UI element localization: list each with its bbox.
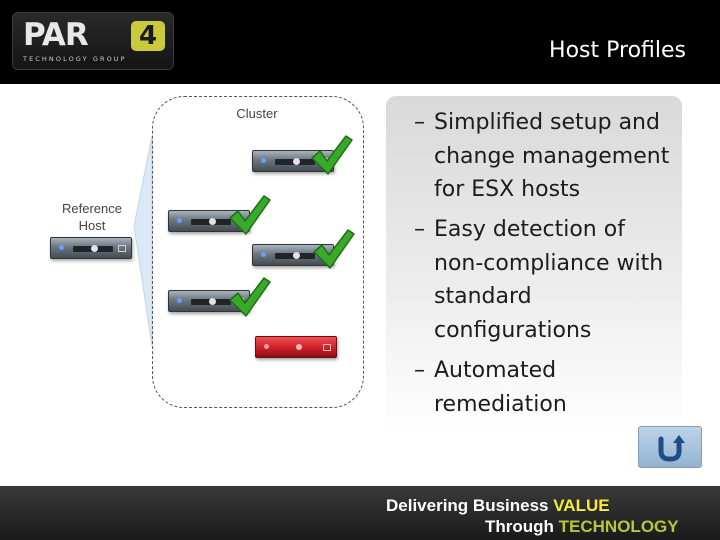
checkmark-icon [229, 277, 271, 317]
header-bar: PAR 4 TECHNOLOGY GROUP Host Profiles [0, 0, 720, 84]
company-logo: PAR 4 TECHNOLOGY GROUP [12, 12, 174, 70]
reference-label-line2: Host [78, 218, 106, 233]
cluster-server-icon [252, 150, 334, 172]
footer-bar: Delivering Business VALUE Through TECHNO… [0, 486, 720, 540]
cluster-boundary [152, 96, 364, 408]
bullet-dash: – [414, 358, 425, 383]
logo-number: 4 [131, 21, 165, 51]
cluster-server-icon [168, 290, 250, 312]
tagline-technology: TECHNOLOGY [558, 517, 679, 536]
return-arrow-icon [658, 435, 685, 462]
checkmark-icon [313, 229, 355, 269]
bullet-panel: – Simplified setup and change management… [386, 96, 682, 432]
logo-word: PAR [23, 17, 89, 53]
checkmark-icon [311, 135, 353, 175]
tagline-line2-prefix: Through [485, 517, 559, 536]
bullet-dash: – [414, 217, 425, 242]
reference-host-label: Reference Host [52, 200, 132, 234]
logo-subtitle: TECHNOLOGY GROUP [23, 55, 127, 63]
bullet-item: – Easy detection of non-compliance with … [414, 213, 678, 347]
cluster-label: Cluster [236, 106, 278, 121]
return-button[interactable] [638, 426, 702, 468]
checkmark-icon [229, 195, 271, 235]
bullet-text: Automated remediation [434, 358, 567, 417]
reference-host-server-icon [50, 237, 132, 259]
slide-title: Host Profiles [549, 38, 686, 63]
bullet-item: – Simplified setup and change management… [414, 106, 678, 207]
reference-label-line1: Reference [62, 201, 122, 216]
tagline-line2: Through TECHNOLOGY [485, 517, 679, 537]
bullet-dash: – [414, 110, 425, 135]
bullet-item: – Automated remediation [414, 354, 678, 421]
tagline-line1-prefix: Delivering Business [386, 496, 554, 515]
tagline-value: VALUE [553, 496, 610, 515]
tagline-line1: Delivering Business VALUE [386, 496, 610, 516]
bullet-text: Easy detection of non-compliance with st… [434, 217, 664, 343]
bullet-text: Simplified setup and change management f… [434, 110, 670, 203]
noncompliant-server-icon [255, 336, 337, 358]
cluster-server-icon [168, 210, 250, 232]
